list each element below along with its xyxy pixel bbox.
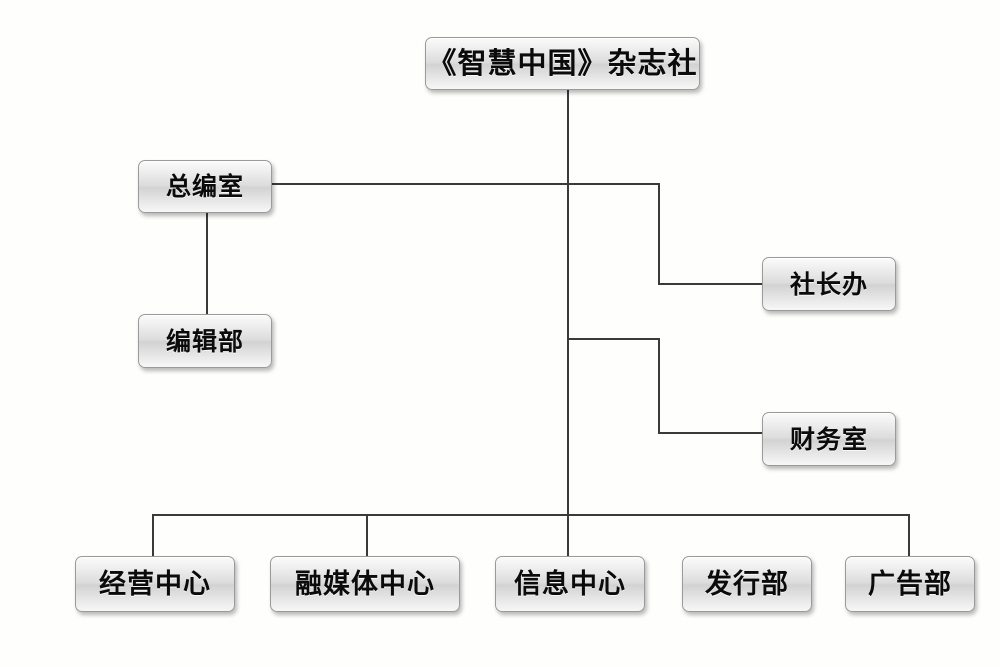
- org-node-director-office-label: 社长办: [789, 269, 868, 299]
- org-node-root[interactable]: 《智慧中国》杂志社: [425, 37, 700, 90]
- org-node-finance-label: 财务室: [789, 424, 868, 454]
- org-node-director-office[interactable]: 社长办: [762, 257, 896, 311]
- connector-media-drop: [366, 514, 368, 556]
- connector-finance-stub: [567, 338, 658, 340]
- org-node-editorial[interactable]: 编辑部: [138, 314, 272, 368]
- org-node-information[interactable]: 信息中心: [495, 556, 645, 612]
- connector-finance-drop: [658, 338, 660, 434]
- connector-finance-horizontal: [658, 432, 762, 434]
- org-node-information-label: 信息中心: [514, 568, 626, 600]
- connector-chief-horizontal: [272, 183, 660, 185]
- org-node-chief-office[interactable]: 总编室: [138, 160, 272, 213]
- org-node-distribution-label: 发行部: [705, 568, 789, 600]
- org-node-chief-office-label: 总编室: [165, 172, 244, 201]
- org-node-media[interactable]: 融媒体中心: [270, 556, 460, 612]
- org-node-advertising[interactable]: 广告部: [845, 556, 975, 612]
- connector-bottom-bus: [152, 514, 910, 516]
- connector-chief-to-editorial: [206, 213, 208, 314]
- org-node-root-label: 《智慧中国》杂志社: [427, 46, 698, 80]
- org-node-advertising-label: 广告部: [868, 568, 952, 600]
- connector-director-drop: [658, 183, 660, 284]
- org-node-operations-label: 经营中心: [99, 568, 211, 600]
- org-node-editorial-label: 编辑部: [165, 326, 244, 356]
- connector-director-horizontal: [658, 283, 762, 285]
- connector-root-trunk: [567, 90, 569, 556]
- org-node-operations[interactable]: 经营中心: [75, 556, 235, 612]
- org-node-media-label: 融媒体中心: [295, 568, 435, 600]
- connector-advertising-drop: [908, 514, 910, 556]
- org-node-finance[interactable]: 财务室: [762, 412, 896, 466]
- org-node-distribution[interactable]: 发行部: [682, 556, 812, 612]
- connector-operations-drop: [152, 514, 154, 556]
